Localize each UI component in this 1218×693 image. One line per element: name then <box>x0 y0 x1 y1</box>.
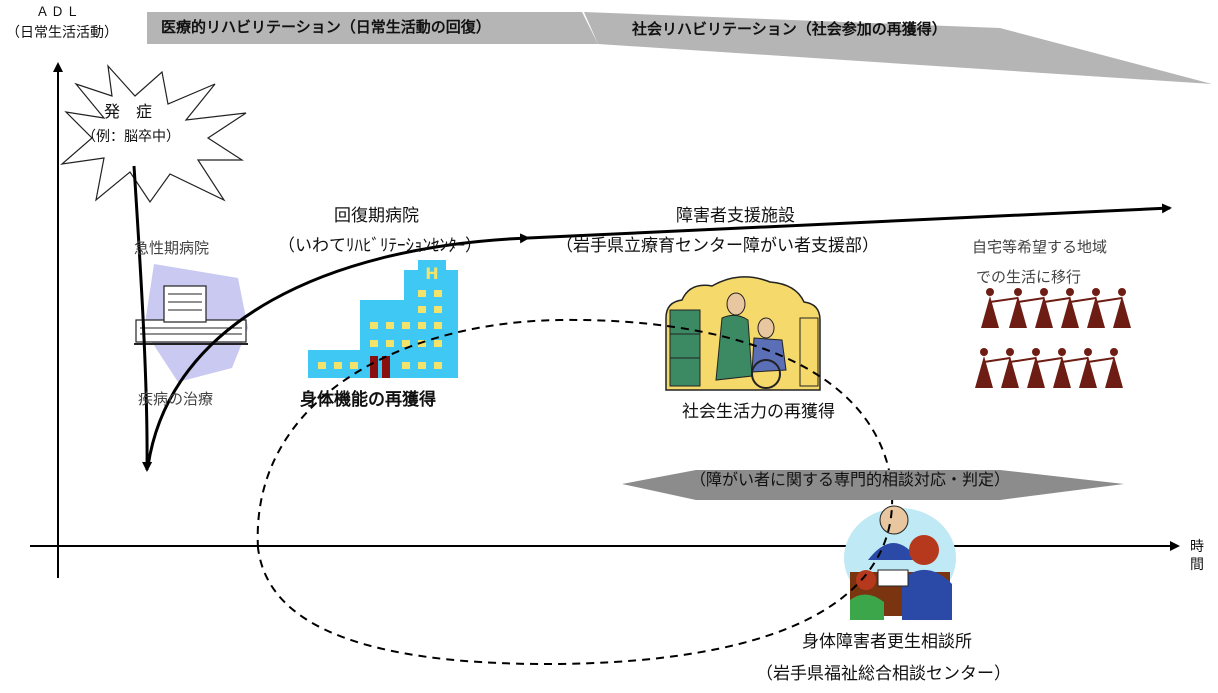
adl-drop-curve <box>132 165 153 472</box>
doll-arm <box>1095 297 1123 303</box>
doll-arm <box>983 357 1011 363</box>
acute-hospital-caption: 疾病の治療 <box>138 390 214 408</box>
consultation-banner <box>622 470 1124 500</box>
doll-body <box>981 296 999 328</box>
community-transition-label-line2: での生活に移行 <box>976 268 1082 286</box>
doll-head <box>1092 288 1100 296</box>
doll-head <box>1040 288 1048 296</box>
doll-arm <box>1087 357 1115 363</box>
consultation-banner-label: （障がい者に関する専門的相談対応・判定） <box>690 470 1011 489</box>
recovery-hospital-label: 回復期病院 <box>334 206 419 226</box>
doll-body <box>1087 296 1105 328</box>
x-axis-label: 時間 <box>1190 539 1204 573</box>
doll-body <box>1113 296 1131 328</box>
doll-arm <box>1069 297 1097 303</box>
adl-longterm-curve <box>527 203 1172 240</box>
doll-body <box>975 356 993 388</box>
support-facility-label: 障害者支援施設 <box>676 206 795 226</box>
doll-arm <box>989 297 1019 303</box>
doll-head <box>980 348 988 356</box>
doll-head <box>986 288 994 296</box>
doll-body <box>1079 356 1097 388</box>
community-people-circle-icon <box>975 288 1131 388</box>
onset-example-label: （例：脳卒中） <box>82 129 180 145</box>
support-facility-subtitle: （岩手県立療育センター障がい者支援部） <box>556 236 879 256</box>
doll-arm <box>1061 357 1089 363</box>
doll-head <box>1110 348 1118 356</box>
consultation-office-subtitle: （岩手県福祉総合相談センター） <box>756 664 1011 684</box>
recovery-hospital-caption: 身体機能の再獲得 <box>300 390 436 410</box>
doll-body <box>1061 296 1079 328</box>
support-facility-caregiver-icon <box>665 276 821 391</box>
recovery-hospital-subtitle: （いわてﾘﾊﾋﾞﾘﾃｰｼｮﾝｾﾝﾀｰ） <box>278 236 482 256</box>
svg-text:H: H <box>425 264 438 283</box>
doll-head <box>1058 348 1066 356</box>
y-axis-label-line2: （日常生活活動） <box>6 25 118 41</box>
doll-arm <box>1043 297 1071 303</box>
doll-arm <box>1017 297 1045 303</box>
acute-hospital-icon <box>134 264 248 382</box>
doll-body <box>1009 296 1027 328</box>
doll-arm <box>1035 357 1063 363</box>
doll-head <box>1084 348 1092 356</box>
y-axis-label-line1: ＡＤＬ <box>36 5 82 20</box>
doll-head <box>1118 288 1126 296</box>
doll-body <box>1027 356 1045 388</box>
social-rehab-banner <box>584 12 1212 84</box>
consultation-meeting-icon <box>844 505 956 620</box>
doll-body <box>1105 356 1123 388</box>
consultation-loop-dashed <box>256 318 894 666</box>
onset-label: 発 症 <box>104 102 153 121</box>
community-transition-label-line1: 自宅等希望する地域 <box>972 238 1108 256</box>
doll-body <box>1035 296 1053 328</box>
doll-head <box>1006 348 1014 356</box>
acute-hospital-label: 急性期病院 <box>134 239 210 257</box>
recovery-hospital-building-icon: H <box>308 260 458 378</box>
onset-starburst <box>60 64 247 204</box>
medical-rehab-banner-label: 医療的リハビリテーション（日常生活動の回復） <box>161 18 491 36</box>
doll-head <box>1032 348 1040 356</box>
doll-body <box>1001 356 1019 388</box>
adl-recovery-curve <box>146 233 530 467</box>
consultation-office-label: 身体障害者更生相談所 <box>802 632 972 652</box>
doll-head <box>1066 288 1074 296</box>
support-facility-caption: 社会生活力の再獲得 <box>682 402 835 422</box>
medical-rehab-banner <box>147 12 598 44</box>
doll-arm <box>1009 357 1037 363</box>
doll-head <box>1014 288 1022 296</box>
social-rehab-banner-label: 社会リハビリテーション（社会参加の再獲得） <box>632 20 947 38</box>
doll-body <box>1053 356 1071 388</box>
